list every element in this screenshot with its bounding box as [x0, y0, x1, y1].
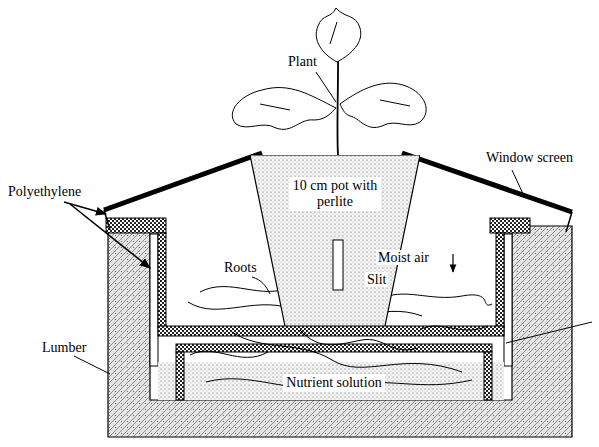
support-post	[176, 352, 184, 400]
leader-lines	[64, 72, 592, 374]
lumber-housing	[108, 226, 572, 437]
polyethylene-liner	[150, 234, 158, 366]
support-frame	[176, 344, 492, 352]
nutrient-tank: Nutrient solution	[184, 352, 484, 400]
lumber-label: Lumber	[40, 340, 88, 355]
node-text: Nutrient solution	[283, 374, 384, 392]
roof-screen	[104, 149, 262, 206]
polyethylene-label: Polyethylene	[6, 184, 83, 199]
screen-wall	[158, 233, 166, 328]
nutrient-fill	[158, 362, 504, 400]
pot: 10 cm pot with perlite	[250, 155, 420, 326]
slit-shape	[333, 240, 343, 290]
node-text: 10 cm pot with perlite	[289, 177, 381, 211]
air-label: Moist air	[376, 250, 431, 265]
roof-edge	[566, 212, 572, 232]
support-post	[484, 352, 492, 400]
air-arrow	[452, 254, 453, 272]
roots-label: Roots	[222, 260, 259, 275]
screen-rim	[106, 218, 166, 233]
screen-floor	[158, 326, 504, 336]
slit-label: Slit	[365, 272, 388, 287]
screen-label: Window screen	[484, 150, 575, 165]
plant-label: Plant	[286, 54, 319, 69]
pot-shape	[250, 155, 420, 326]
screen-rim	[490, 218, 530, 233]
polyethylene-liner	[504, 234, 512, 366]
plant	[232, 8, 426, 155]
screen-wall	[496, 233, 504, 328]
roof-screen	[104, 153, 262, 210]
